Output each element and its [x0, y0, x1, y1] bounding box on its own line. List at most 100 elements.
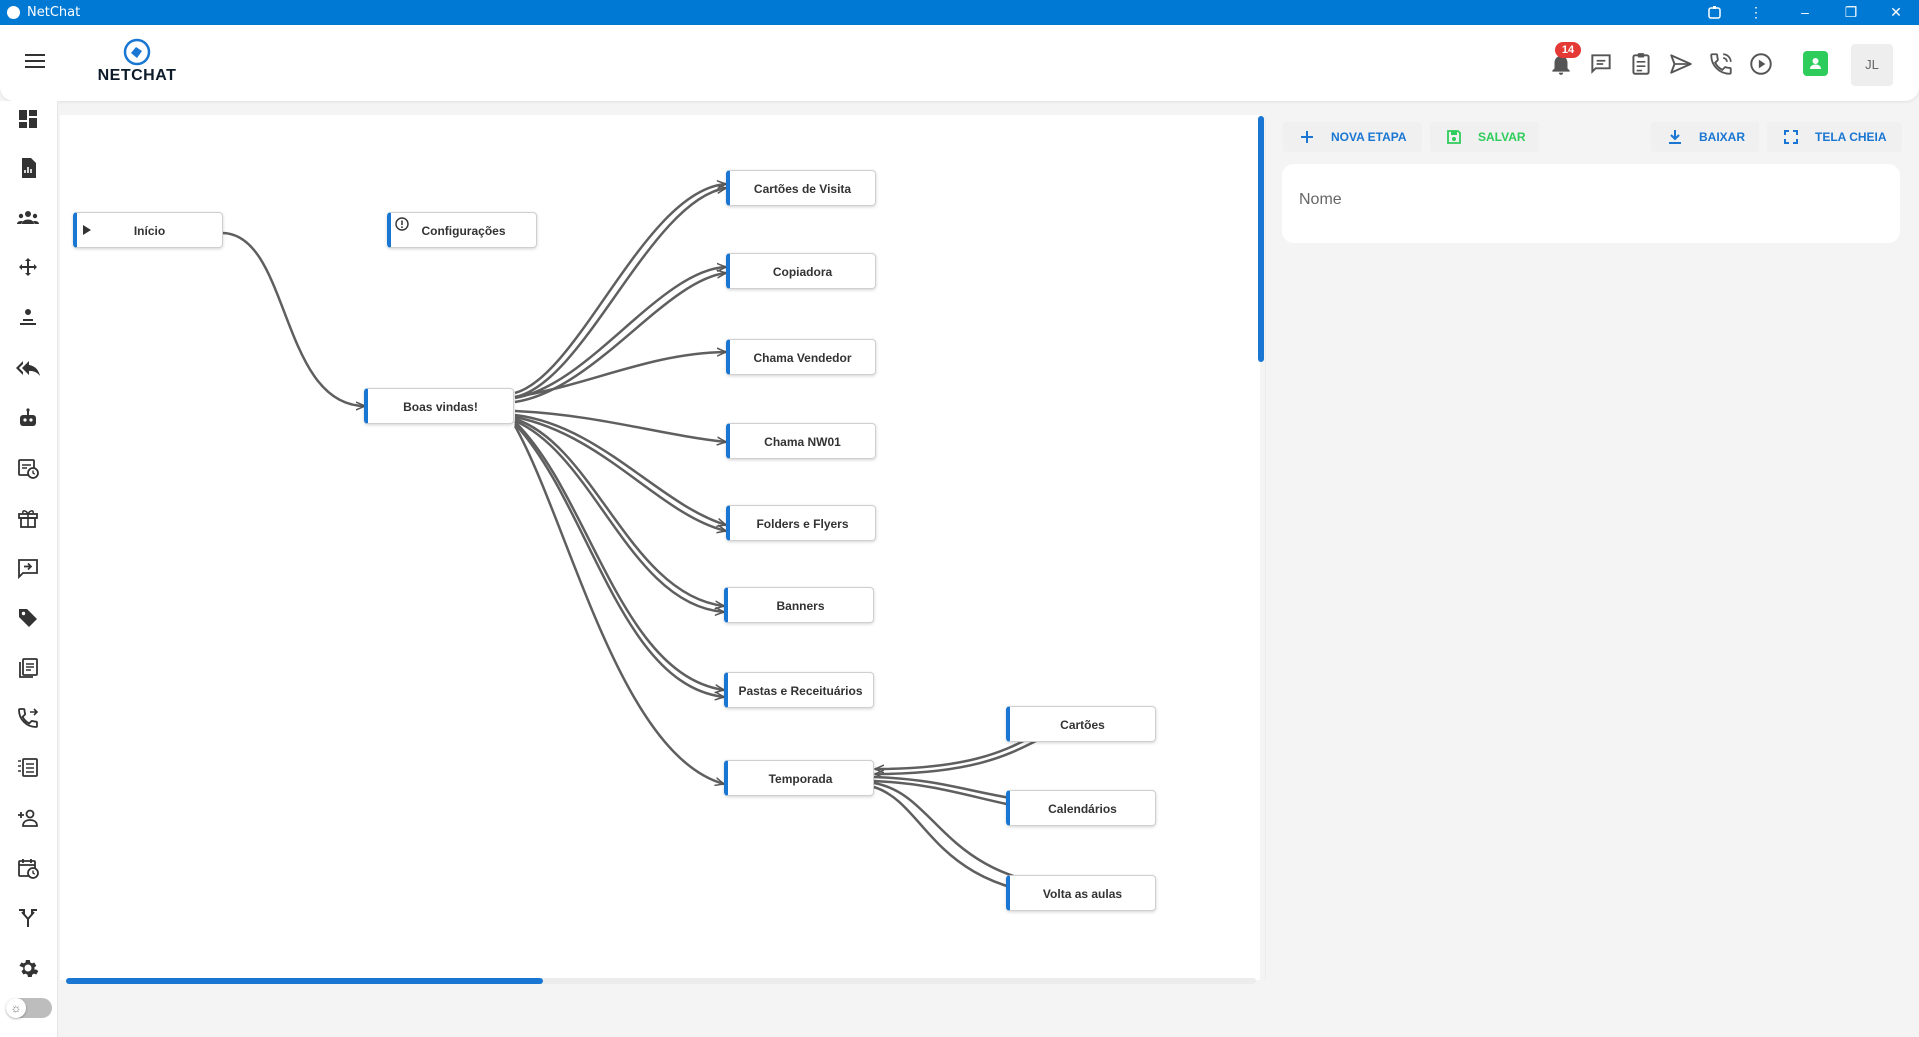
tela-cheia-button[interactable]: TELA CHEIA — [1767, 122, 1902, 152]
node-label: Copiadora — [772, 265, 833, 279]
minimize-button[interactable]: – — [1801, 4, 1809, 20]
flow-node-cartoes-de-visita[interactable]: Cartões de Visita — [726, 170, 876, 206]
clipboard-icon[interactable] — [1628, 51, 1654, 77]
node-label: Pastas e Receituários — [738, 684, 863, 698]
report-icon[interactable] — [16, 156, 40, 180]
bot-icon[interactable] — [16, 406, 40, 430]
close-window-button[interactable]: ✕ — [1890, 4, 1902, 20]
transfer-icon[interactable] — [16, 306, 40, 330]
netchat-logo: NETCHAT — [92, 37, 182, 85]
node-label: Chama NW01 — [764, 435, 841, 449]
flow-node-inicio[interactable]: Início — [73, 212, 223, 248]
name-input[interactable] — [1297, 184, 1881, 216]
flow-node-volta-as-aulas[interactable]: Volta as aulas — [1006, 875, 1156, 911]
sun-icon: ☼ — [6, 998, 26, 1018]
button-label: SALVAR — [1478, 130, 1526, 144]
sidebar: ☼ — [0, 101, 58, 1037]
edge — [514, 184, 726, 395]
step-name-card — [1282, 164, 1900, 243]
phone-forward-icon[interactable] — [16, 706, 40, 730]
flow-canvas[interactable]: Início Configurações Boas vindas! Cartõe… — [60, 115, 1260, 980]
settings-icon[interactable] — [16, 956, 40, 980]
dashboard-icon[interactable] — [16, 107, 40, 131]
flow-node-folders-e-flyers[interactable]: Folders e Flyers — [726, 505, 876, 541]
node-label: Folders e Flyers — [756, 517, 849, 531]
edge — [514, 188, 726, 399]
flow-node-configuracoes[interactable]: Configurações — [387, 212, 537, 248]
button-label: NOVA ETAPA — [1331, 130, 1407, 144]
input-icon[interactable] — [16, 556, 40, 580]
node-label: Calendários — [1048, 802, 1117, 816]
flow-node-copiadora[interactable]: Copiadora — [726, 253, 876, 289]
window-titlebar: NetChat ⋮ – ❐ ✕ — [0, 0, 1919, 25]
merge-icon[interactable] — [16, 906, 40, 930]
edge — [514, 423, 724, 697]
flow-node-boas-vindas[interactable]: Boas vindas! — [364, 388, 514, 424]
horizontal-scroll-track — [66, 978, 1256, 984]
theme-toggle[interactable]: ☼ — [6, 998, 52, 1018]
play-icon — [83, 225, 91, 235]
edge — [514, 267, 726, 400]
plus-icon — [1301, 131, 1313, 143]
edge — [514, 352, 726, 399]
node-label: Cartões de Visita — [753, 182, 852, 196]
app-icon — [7, 6, 20, 19]
node-label: Banners — [776, 599, 825, 613]
edge — [221, 231, 365, 406]
reply-all-icon[interactable] — [16, 356, 40, 380]
tag-icon[interactable] — [16, 606, 40, 630]
schedule-icon[interactable] — [16, 456, 40, 480]
edge — [514, 417, 724, 606]
flow-node-banners[interactable]: Banners — [724, 587, 874, 623]
restore-button[interactable]: ❐ — [1844, 4, 1858, 20]
phone-icon[interactable] — [1708, 51, 1734, 77]
edge — [514, 273, 726, 404]
move-icon[interactable] — [16, 256, 40, 280]
avatar[interactable]: JL — [1851, 44, 1893, 86]
baixar-button[interactable]: BAIXAR — [1651, 122, 1759, 152]
documents-icon[interactable] — [16, 656, 40, 680]
node-label: Chama Vendedor — [753, 351, 852, 365]
edge — [514, 415, 726, 531]
extensions-icon[interactable] — [1695, 0, 1735, 25]
send-icon[interactable] — [1668, 51, 1694, 77]
edge — [514, 409, 726, 442]
fullscreen-icon — [1784, 130, 1798, 144]
bell-icon[interactable] — [1548, 51, 1574, 77]
flow-node-cartoes[interactable]: Cartões — [1006, 706, 1156, 742]
vertical-scrollbar[interactable] — [1258, 116, 1264, 362]
calendar-clock-icon[interactable] — [16, 856, 40, 880]
groups-icon[interactable] — [16, 206, 40, 230]
menu-icon[interactable] — [25, 54, 45, 70]
edge — [514, 421, 724, 690]
flow-node-calendarios[interactable]: Calendários — [1006, 790, 1156, 826]
play-circle-icon[interactable] — [1748, 51, 1774, 77]
node-label: Configurações — [421, 224, 506, 238]
chat-icon[interactable] — [1588, 51, 1614, 77]
warning-icon — [395, 217, 409, 231]
edge — [514, 413, 726, 525]
flow-node-pastas-e-receituarios[interactable]: Pastas e Receituários — [724, 672, 874, 708]
edge — [514, 419, 724, 612]
more-vert-icon[interactable]: ⋮ — [1749, 4, 1763, 20]
logo-text: NETCHAT — [97, 67, 177, 84]
node-label: Volta as aulas — [1042, 887, 1123, 901]
nova-etapa-button[interactable]: NOVA ETAPA — [1283, 122, 1422, 152]
download-icon — [1669, 130, 1681, 144]
node-label: Boas vindas! — [403, 400, 478, 414]
node-label: Cartões — [1060, 718, 1105, 732]
node-label: Início — [133, 224, 166, 238]
save-icon — [1447, 130, 1461, 144]
notification-badge: 14 — [1555, 42, 1581, 58]
gift-icon[interactable] — [16, 506, 40, 530]
flow-node-chama-nw01[interactable]: Chama NW01 — [726, 423, 876, 459]
flow-edges — [221, 115, 1260, 980]
horizontal-scrollbar[interactable] — [66, 978, 543, 984]
flow-node-chama-vendedor[interactable]: Chama Vendedor — [726, 339, 876, 375]
app-header: NETCHAT 14 JL — [0, 25, 1919, 101]
add-person-icon[interactable] — [16, 806, 40, 830]
flow-node-temporada[interactable]: Temporada — [724, 760, 874, 796]
list-numbered-icon[interactable] — [16, 756, 40, 780]
salvar-button[interactable]: SALVAR — [1430, 122, 1539, 152]
whatsapp-contact-icon[interactable] — [1803, 51, 1828, 76]
